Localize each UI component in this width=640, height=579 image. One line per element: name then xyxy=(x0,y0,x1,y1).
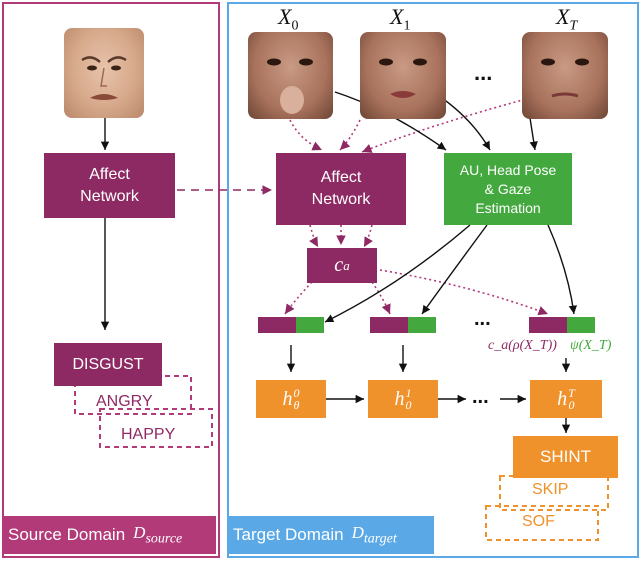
face-features-icon xyxy=(81,56,127,100)
source-affect-network: Affect Network xyxy=(44,153,175,218)
source-domain-panel xyxy=(2,2,220,558)
features-ellipsis: ... xyxy=(474,308,491,330)
xt-to-estimation-arrow xyxy=(529,117,538,151)
ca-to-feat1-dotted xyxy=(284,281,313,315)
estimation-to-featT-arrow xyxy=(547,224,578,315)
face-features-icon xyxy=(379,58,427,98)
ca-rho-formula: c_a(ρ(X_T)) xyxy=(488,338,557,353)
output-skip: SKIP xyxy=(532,481,569,498)
affect-to-ca-dotted-1 xyxy=(309,224,319,248)
output-sof: SOF xyxy=(522,513,555,530)
frame-label-x0: X0 xyxy=(278,4,299,34)
label-angry: ANGRY xyxy=(96,393,153,410)
x1-to-affect-dotted xyxy=(339,119,361,151)
psi-formula: ψ(X_T) xyxy=(570,338,612,353)
affect-to-ca-dotted-3 xyxy=(363,224,373,248)
estimation-to-feat2-arrow xyxy=(421,224,488,315)
label-happy: HAPPY xyxy=(121,426,176,443)
label-disgust: DISGUST xyxy=(54,343,162,386)
xt-to-affect-dotted xyxy=(361,97,531,153)
target-domain-label: Target Domain Dtarget xyxy=(227,516,434,554)
estimation-to-feat1-arrow xyxy=(324,224,471,323)
au-headpose-gaze-estimation: AU, Head Pose & Gaze Estimation xyxy=(444,153,572,225)
feature-bar-1 xyxy=(258,317,324,333)
source-face-image xyxy=(64,28,144,118)
x0-to-affect-dotted xyxy=(289,119,323,151)
frames-ellipsis: ... xyxy=(474,60,493,85)
frame-label-xt: XT xyxy=(556,4,578,34)
frame-image-x1 xyxy=(360,32,446,119)
target-domain-panel xyxy=(227,2,639,558)
feature-bar-t xyxy=(529,317,595,333)
sof-card-outline xyxy=(485,505,599,541)
happy-card-outline xyxy=(99,408,213,448)
feature-bar-2 xyxy=(370,317,436,333)
hidden-ellipsis: ... xyxy=(472,386,489,408)
frame-image-x0 xyxy=(248,32,333,119)
face-features-icon xyxy=(267,58,313,114)
frame-image-xt xyxy=(522,32,608,119)
face-features-icon xyxy=(541,58,589,98)
output-shint: SHINT xyxy=(513,436,618,478)
target-affect-network: Affect Network xyxy=(276,153,406,225)
source-domain-label: Source Domain Dsource xyxy=(2,516,216,554)
ca-to-featT-dotted xyxy=(379,269,549,316)
frame-label-x1: X1 xyxy=(390,4,411,34)
